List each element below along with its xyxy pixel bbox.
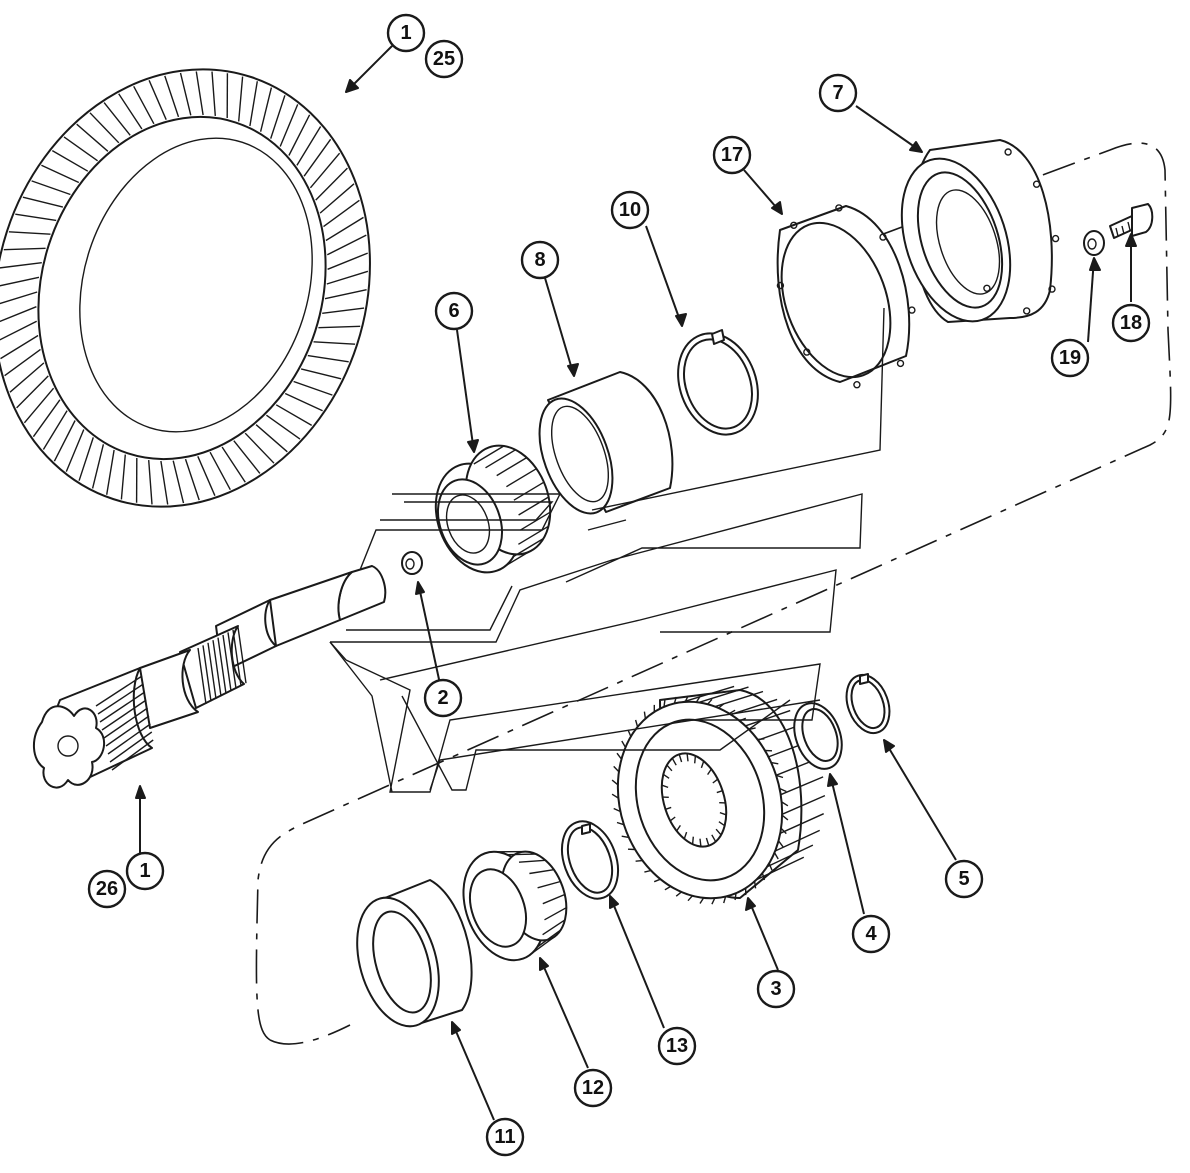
callout-18-text: 18 <box>1120 312 1142 334</box>
callout-3: 3 <box>756 969 796 1009</box>
part-19-washer <box>1083 230 1105 256</box>
part-6-bearing <box>434 444 552 574</box>
callout-5: 5 <box>944 859 984 899</box>
callout-7-text: 7 <box>832 82 843 104</box>
callout-17: 17 <box>712 135 752 175</box>
callout-10-text: 10 <box>619 199 641 221</box>
callout-7: 7 <box>818 73 858 113</box>
callout-8-text: 8 <box>534 249 545 271</box>
callout-5-text: 5 <box>958 868 969 890</box>
callout-18: 18 <box>1111 303 1151 343</box>
callout-8: 8 <box>520 240 560 280</box>
callout-1-top-text: 1 <box>400 22 411 44</box>
callout-19-text: 19 <box>1059 347 1081 369</box>
callout-2-text: 2 <box>437 687 448 709</box>
callout-4: 4 <box>851 914 891 954</box>
ring-gear <box>0 68 371 508</box>
callout-12: 12 <box>573 1068 613 1108</box>
callout-13-text: 13 <box>666 1035 688 1057</box>
callout-1-bottom: 1 <box>125 851 165 891</box>
leader-lines <box>135 45 1137 1121</box>
callout-25: 25 <box>424 39 464 79</box>
part-13-snap-ring <box>560 820 620 900</box>
part-10-snap-ring <box>677 329 759 436</box>
callout-labels: 1 25 7 17 10 8 6 19 <box>87 13 1151 1157</box>
callout-11-text: 11 <box>494 1126 515 1148</box>
part-5-snap-ring <box>845 673 891 735</box>
callout-19: 19 <box>1050 338 1090 378</box>
callout-26-text: 26 <box>96 878 118 900</box>
assembly-boundary <box>255 142 1172 1041</box>
part-17-shim <box>776 204 916 389</box>
callout-10: 10 <box>610 190 650 230</box>
callout-1-bottom-text: 1 <box>139 860 150 882</box>
callout-11: 11 <box>485 1117 525 1157</box>
part-7-retainer <box>900 139 1060 323</box>
callout-6-text: 6 <box>448 300 459 322</box>
callout-2: 2 <box>423 678 463 718</box>
assembly-boundary-lower <box>269 1024 351 1045</box>
callout-26: 26 <box>87 869 127 909</box>
callout-6: 6 <box>434 291 474 331</box>
part-3-helical-gear <box>611 685 826 905</box>
part-8-bearing-cup <box>538 371 674 515</box>
callout-17-text: 17 <box>721 144 743 166</box>
part-18-bolt <box>1109 203 1154 239</box>
callout-3-text: 3 <box>770 978 781 1000</box>
callout-12-text: 12 <box>582 1077 604 1099</box>
part-2-nut <box>401 551 423 575</box>
part-11-bearing-cup <box>356 879 473 1028</box>
callout-1-top: 1 <box>386 13 426 53</box>
assembly-path-lines <box>329 307 885 793</box>
callout-4-text: 4 <box>865 923 877 945</box>
callout-25-text: 25 <box>433 48 455 70</box>
pinion-shaft <box>33 565 387 789</box>
callout-13: 13 <box>657 1026 697 1066</box>
part-12-bearing <box>462 850 568 962</box>
